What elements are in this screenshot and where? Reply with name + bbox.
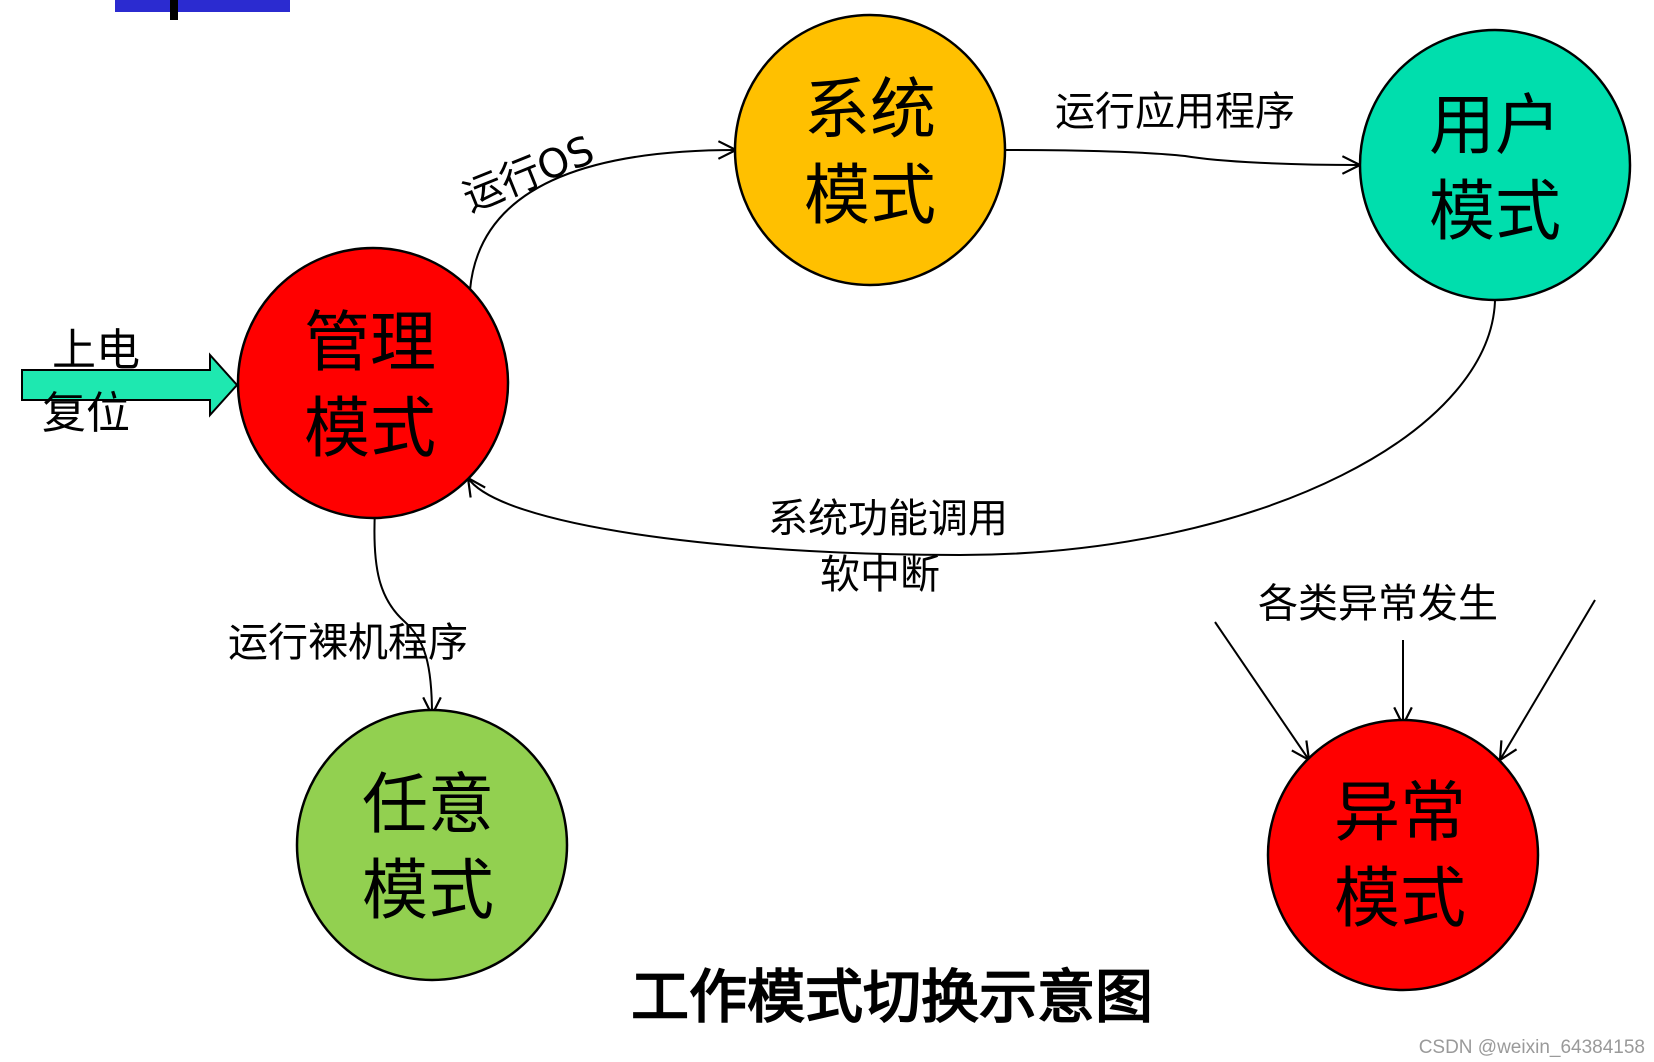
- exception-mode-label-line1: 异常: [1334, 774, 1466, 851]
- edge-exception-left-arrow: [1214, 621, 1309, 760]
- management-mode-label-line1: 管理: [304, 304, 436, 381]
- exceptions-occur-label: 各类异常发生: [1258, 581, 1498, 627]
- edge-management-to-system: [469, 150, 736, 291]
- reset-label: 复位: [42, 388, 130, 439]
- node-system-mode: [733, 13, 1007, 287]
- watermark: CSDN @weixin_64384158: [1419, 1037, 1645, 1058]
- node-any-mode: [295, 708, 569, 982]
- soft-interrupt-label: 软中断: [820, 552, 940, 598]
- syscall-label: 系统功能调用: [768, 496, 1008, 542]
- edge-user-to-management: [468, 291, 1497, 557]
- system-mode-label-line2: 模式: [804, 157, 936, 234]
- node-exception-mode: [1266, 718, 1540, 992]
- edge-exception-right-arrow: [1500, 599, 1596, 760]
- user-mode-label-line1: 用户: [1429, 87, 1561, 164]
- run-bare-metal-label: 运行裸机程序: [228, 620, 468, 666]
- diagram-title: 工作模式切换示意图: [631, 963, 1153, 1031]
- management-mode-label-line2: 模式: [304, 390, 436, 467]
- power-on-label: 上电: [52, 325, 140, 376]
- any-mode-label-line1: 任意: [362, 766, 494, 843]
- power-reset-arrow: [21, 352, 239, 418]
- exception-mode-label-line2: 模式: [1334, 860, 1466, 937]
- corner-decoration-notch: [170, 0, 178, 20]
- any-mode-label-line2: 模式: [362, 852, 494, 929]
- node-user-mode: [1358, 28, 1632, 302]
- system-mode-label-line1: 系统: [804, 71, 936, 148]
- user-mode-label-line2: 模式: [1429, 173, 1561, 250]
- corner-decoration-bar: [115, 0, 290, 12]
- edge-management-to-any: [373, 509, 432, 715]
- run-os-label: 运行OS: [457, 127, 601, 221]
- run-app-label: 运行应用程序: [1055, 89, 1295, 135]
- edge-system-to-user: [1004, 149, 1360, 165]
- node-management-mode: [236, 246, 510, 520]
